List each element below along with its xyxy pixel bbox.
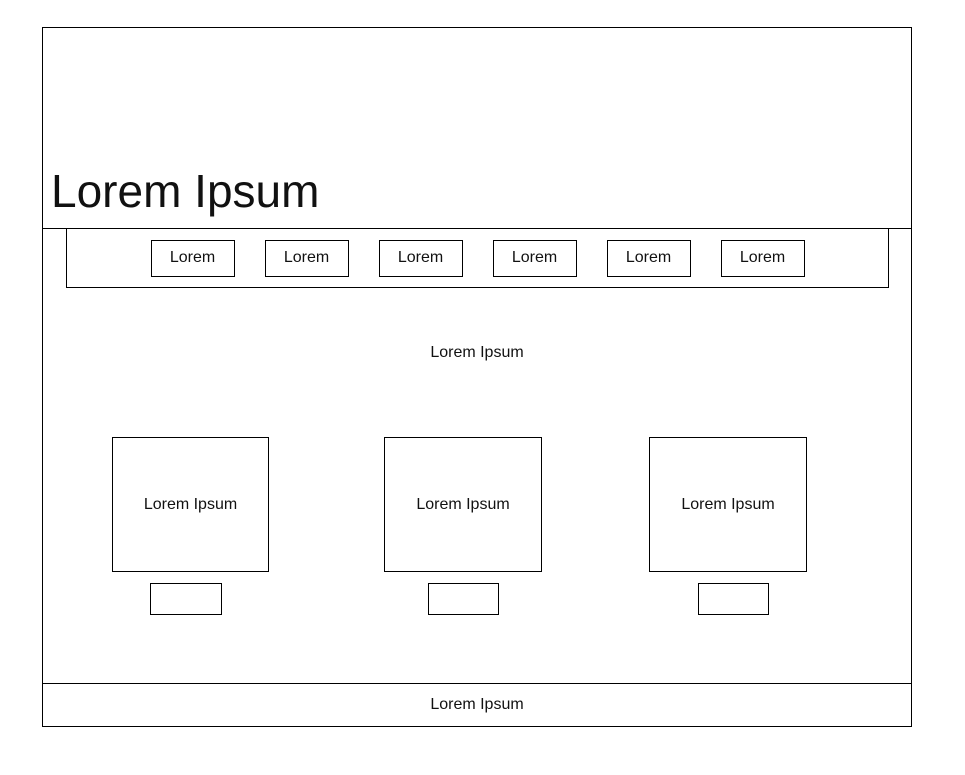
card-2-action-button[interactable] (428, 583, 499, 615)
card-2: Lorem Ipsum (384, 437, 542, 572)
card-1: Lorem Ipsum (112, 437, 269, 572)
header: Lorem Ipsum (43, 28, 911, 229)
section-title: Lorem Ipsum (430, 344, 524, 361)
card-3: Lorem Ipsum (649, 437, 807, 572)
footer-text: Lorem Ipsum (430, 696, 524, 713)
wireframe-page: Lorem Ipsum Lorem Lorem Lorem Lorem Lore… (42, 27, 912, 727)
card-2-label: Lorem Ipsum (416, 495, 510, 513)
navbar: Lorem Lorem Lorem Lorem Lorem Lorem (66, 229, 889, 288)
card-3-action-button[interactable] (698, 583, 769, 615)
nav-button-5[interactable]: Lorem (606, 239, 691, 277)
card-1-action-button[interactable] (150, 583, 222, 615)
page-title: Lorem Ipsum (51, 165, 320, 217)
card-3-label: Lorem Ipsum (681, 495, 775, 513)
card-1-label: Lorem Ipsum (143, 495, 238, 513)
nav-button-6[interactable]: Lorem (720, 239, 805, 277)
footer: Lorem Ipsum (43, 683, 911, 726)
nav-button-1[interactable]: Lorem (150, 239, 235, 277)
nav-button-3[interactable]: Lorem (378, 239, 463, 277)
nav-button-2[interactable]: Lorem (264, 239, 349, 277)
nav-button-4[interactable]: Lorem (492, 239, 577, 277)
